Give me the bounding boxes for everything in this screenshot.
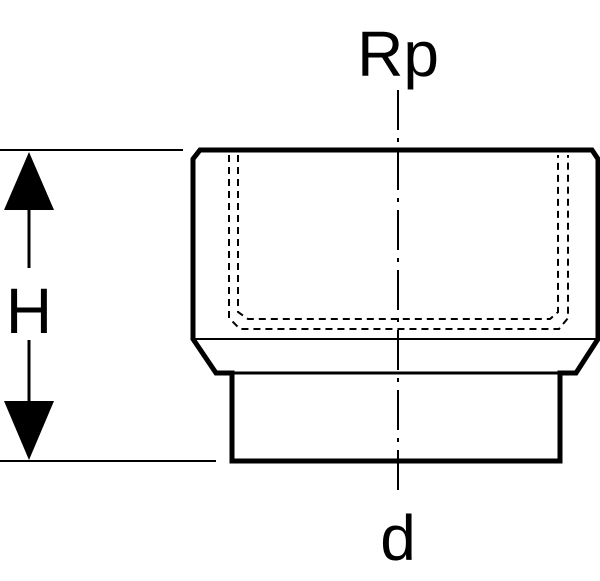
body-outline bbox=[190, 147, 600, 464]
height-dimension-arrow bbox=[4, 152, 54, 460]
label-d: d bbox=[380, 502, 416, 574]
outer-thread-outline bbox=[237, 155, 559, 320]
hidden-thread-lines bbox=[228, 155, 569, 330]
inner-thread-outline bbox=[228, 155, 569, 330]
reducer-body bbox=[190, 147, 600, 464]
label-h: H bbox=[6, 275, 52, 347]
label-rp: Rp bbox=[357, 18, 439, 90]
arrow-down-head bbox=[4, 401, 54, 460]
arrow-up-head bbox=[4, 152, 54, 210]
